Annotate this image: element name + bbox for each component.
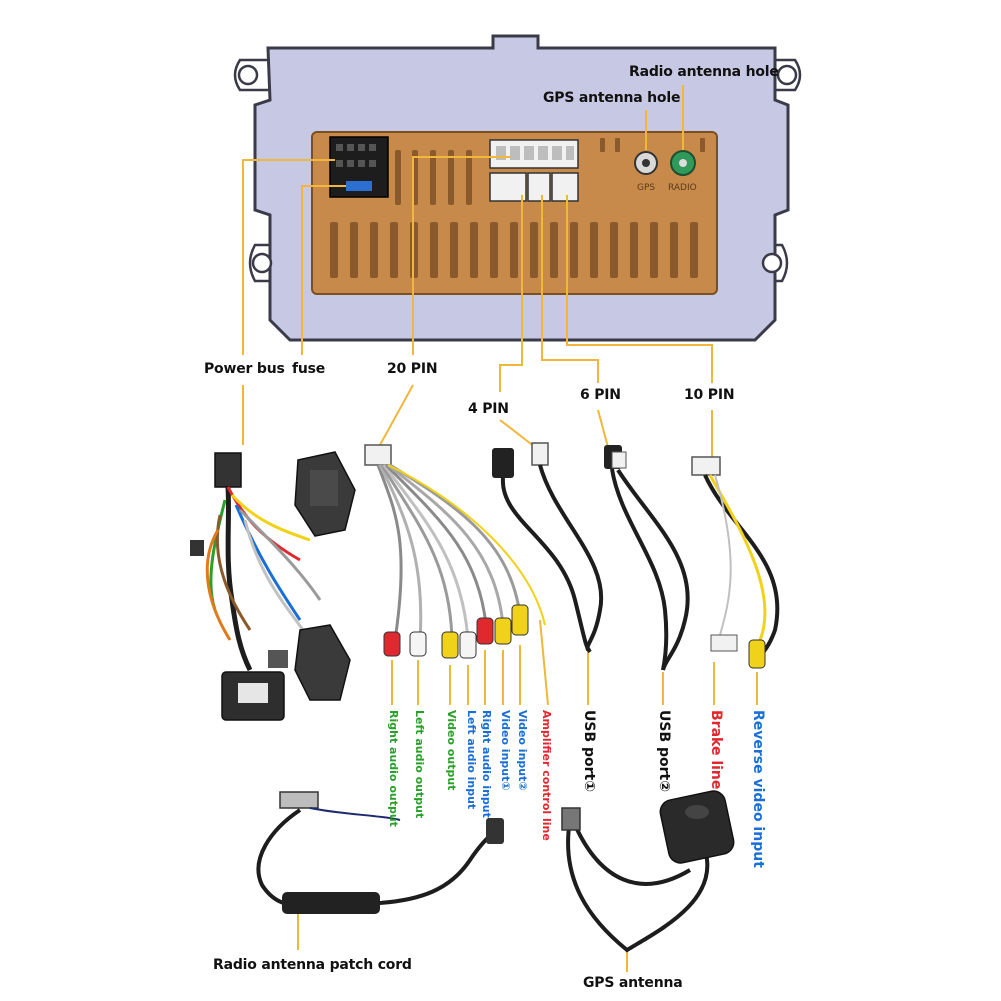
connector-10pin [552, 173, 578, 201]
head-unit: GPS RADIO [235, 36, 800, 340]
fuse-slot [346, 181, 372, 191]
gps-port-text: GPS [637, 183, 655, 193]
power-bus-label: Power bus [204, 361, 285, 377]
rca-plug-yellow [495, 618, 511, 644]
rca-plug-yellow [442, 632, 458, 658]
fuse-label: fuse [292, 361, 325, 377]
right-audio-input-label: Right audio input [480, 710, 493, 818]
rca-plug-red [477, 618, 493, 644]
video-input-1-label: Video input① [499, 710, 512, 791]
rca-plug-white [460, 632, 476, 658]
rca-plug-yellow [749, 640, 765, 668]
mount-hole [239, 66, 257, 84]
rca-plug-red [384, 632, 400, 656]
left-audio-input-label: Left audio input [465, 710, 478, 809]
mount-hole [253, 254, 271, 272]
iso-connector [295, 625, 350, 700]
gps-antenna-puck [658, 789, 736, 865]
connector-4pin [490, 173, 526, 201]
reverse-video-input-label: Reverse video input [750, 710, 766, 868]
gps-antenna-label: GPS antenna [583, 975, 683, 991]
pin20-label: 20 PIN [387, 361, 437, 377]
usb-port-1-label: USB port① [581, 710, 597, 792]
brake-line-label: Brake line [708, 710, 724, 789]
right-audio-output-label: Right audio output [387, 710, 400, 827]
radio-port-text: RADIO [668, 183, 697, 193]
pin4-label: 4 PIN [468, 401, 509, 417]
left-audio-output-label: Left audio output [413, 710, 426, 818]
usb-port-2-label: USB port② [656, 710, 672, 792]
radio-antenna-hole-label: Radio antenna hole [629, 64, 779, 80]
radio-antenna-patch-cord-label: Radio antenna patch cord [213, 957, 412, 973]
rca-plug-yellow [512, 605, 528, 635]
rca-harness [365, 445, 545, 658]
pin6-label: 6 PIN [580, 387, 621, 403]
mount-hole [763, 254, 781, 272]
video-input-2-label: Video input② [516, 710, 529, 791]
radio-antenna-cord [258, 792, 504, 914]
pin10-label: 10 PIN [684, 387, 734, 403]
amplifier-control-line-label: Amplifier control line [540, 710, 553, 841]
gps-antenna-hole-label: GPS antenna hole [543, 90, 680, 106]
gps-antenna-module [562, 789, 736, 950]
usb-cable-2 [604, 445, 688, 670]
rca-plug-white [410, 632, 426, 656]
power-harness [190, 452, 355, 720]
connector-6pin [528, 173, 550, 201]
reverse-cable [692, 457, 777, 668]
mount-hole [778, 66, 796, 84]
video-output-label: Video output [445, 710, 458, 790]
antenna-amplifier-box [282, 892, 380, 914]
